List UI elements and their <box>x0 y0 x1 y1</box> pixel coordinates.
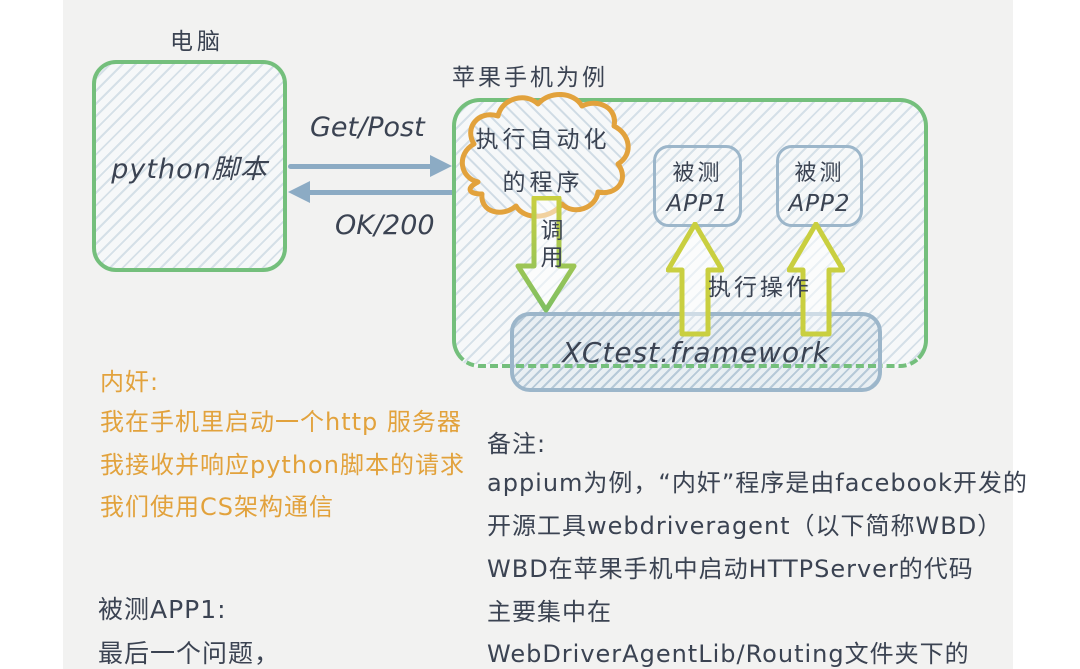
app1-label-en: APP1 <box>666 191 729 217</box>
cloud-icon <box>460 92 631 219</box>
phone-label: 苹果手机为例 <box>452 65 608 91</box>
computer-label: 电脑 <box>170 29 224 55</box>
app2-label-en: APP2 <box>788 191 851 217</box>
phone-bottom-dashed-line <box>516 364 876 368</box>
app1-box: 被测 APP1 <box>653 145 742 227</box>
get-post-label: Get/Post <box>310 112 425 143</box>
remarks-line: WebDriverAgentLib/Routing文件夹下的 <box>487 640 970 668</box>
insider-note-line: 我接收并响应python脚本的请求 <box>100 451 465 479</box>
python-script-label: python脚本 <box>111 153 268 185</box>
remarks-line: appium为例，“内奸”程序是由facebook开发的 <box>487 469 1028 497</box>
app1-note-title: 被测APP1: <box>98 595 227 624</box>
app1-note-line: 最后一个问题， <box>98 639 281 668</box>
app1-label-cn: 被测 <box>672 161 723 186</box>
app2-box: 被测 APP2 <box>776 145 863 227</box>
insider-note-title: 内奸: <box>100 368 160 396</box>
get-post-arrowhead-icon <box>430 155 452 177</box>
insider-note-line: 我在手机里启动一个http 服务器 <box>100 408 462 436</box>
remarks-title: 备注: <box>487 430 547 458</box>
execute-operations-label: 执行操作 <box>708 275 812 301</box>
automation-cloud <box>450 90 638 236</box>
call-label: 调用 <box>536 218 562 272</box>
ok-200-arrowhead-icon <box>288 181 310 203</box>
app2-label-cn: 被测 <box>794 161 845 186</box>
python-script-box: python脚本 <box>92 60 287 272</box>
cloud-text-line2: 的程序 <box>502 170 584 196</box>
remarks-line: 开源工具webdriveragent（以下简称WBD） <box>487 512 1003 540</box>
ok-200-arrow-line <box>306 190 462 195</box>
insider-note-line: 我们使用CS架构通信 <box>100 493 334 521</box>
up-arrow-icon <box>665 221 725 337</box>
execute-arrow-2 <box>786 221 846 338</box>
call-arrow <box>515 195 577 314</box>
xctest-framework-label: XCtest.framework <box>562 335 830 369</box>
execute-arrow-1 <box>665 221 725 338</box>
ok-200-label: OK/200 <box>335 210 435 241</box>
cloud-text-line1: 执行自动化 <box>475 127 611 153</box>
get-post-arrow-line <box>288 164 434 169</box>
up-arrow-icon <box>786 221 846 337</box>
remarks-line: WBD在苹果手机中启动HTTPServer的代码 <box>487 555 974 583</box>
down-arrow-icon <box>515 195 577 313</box>
remarks-line: 主要集中在 <box>487 598 612 626</box>
